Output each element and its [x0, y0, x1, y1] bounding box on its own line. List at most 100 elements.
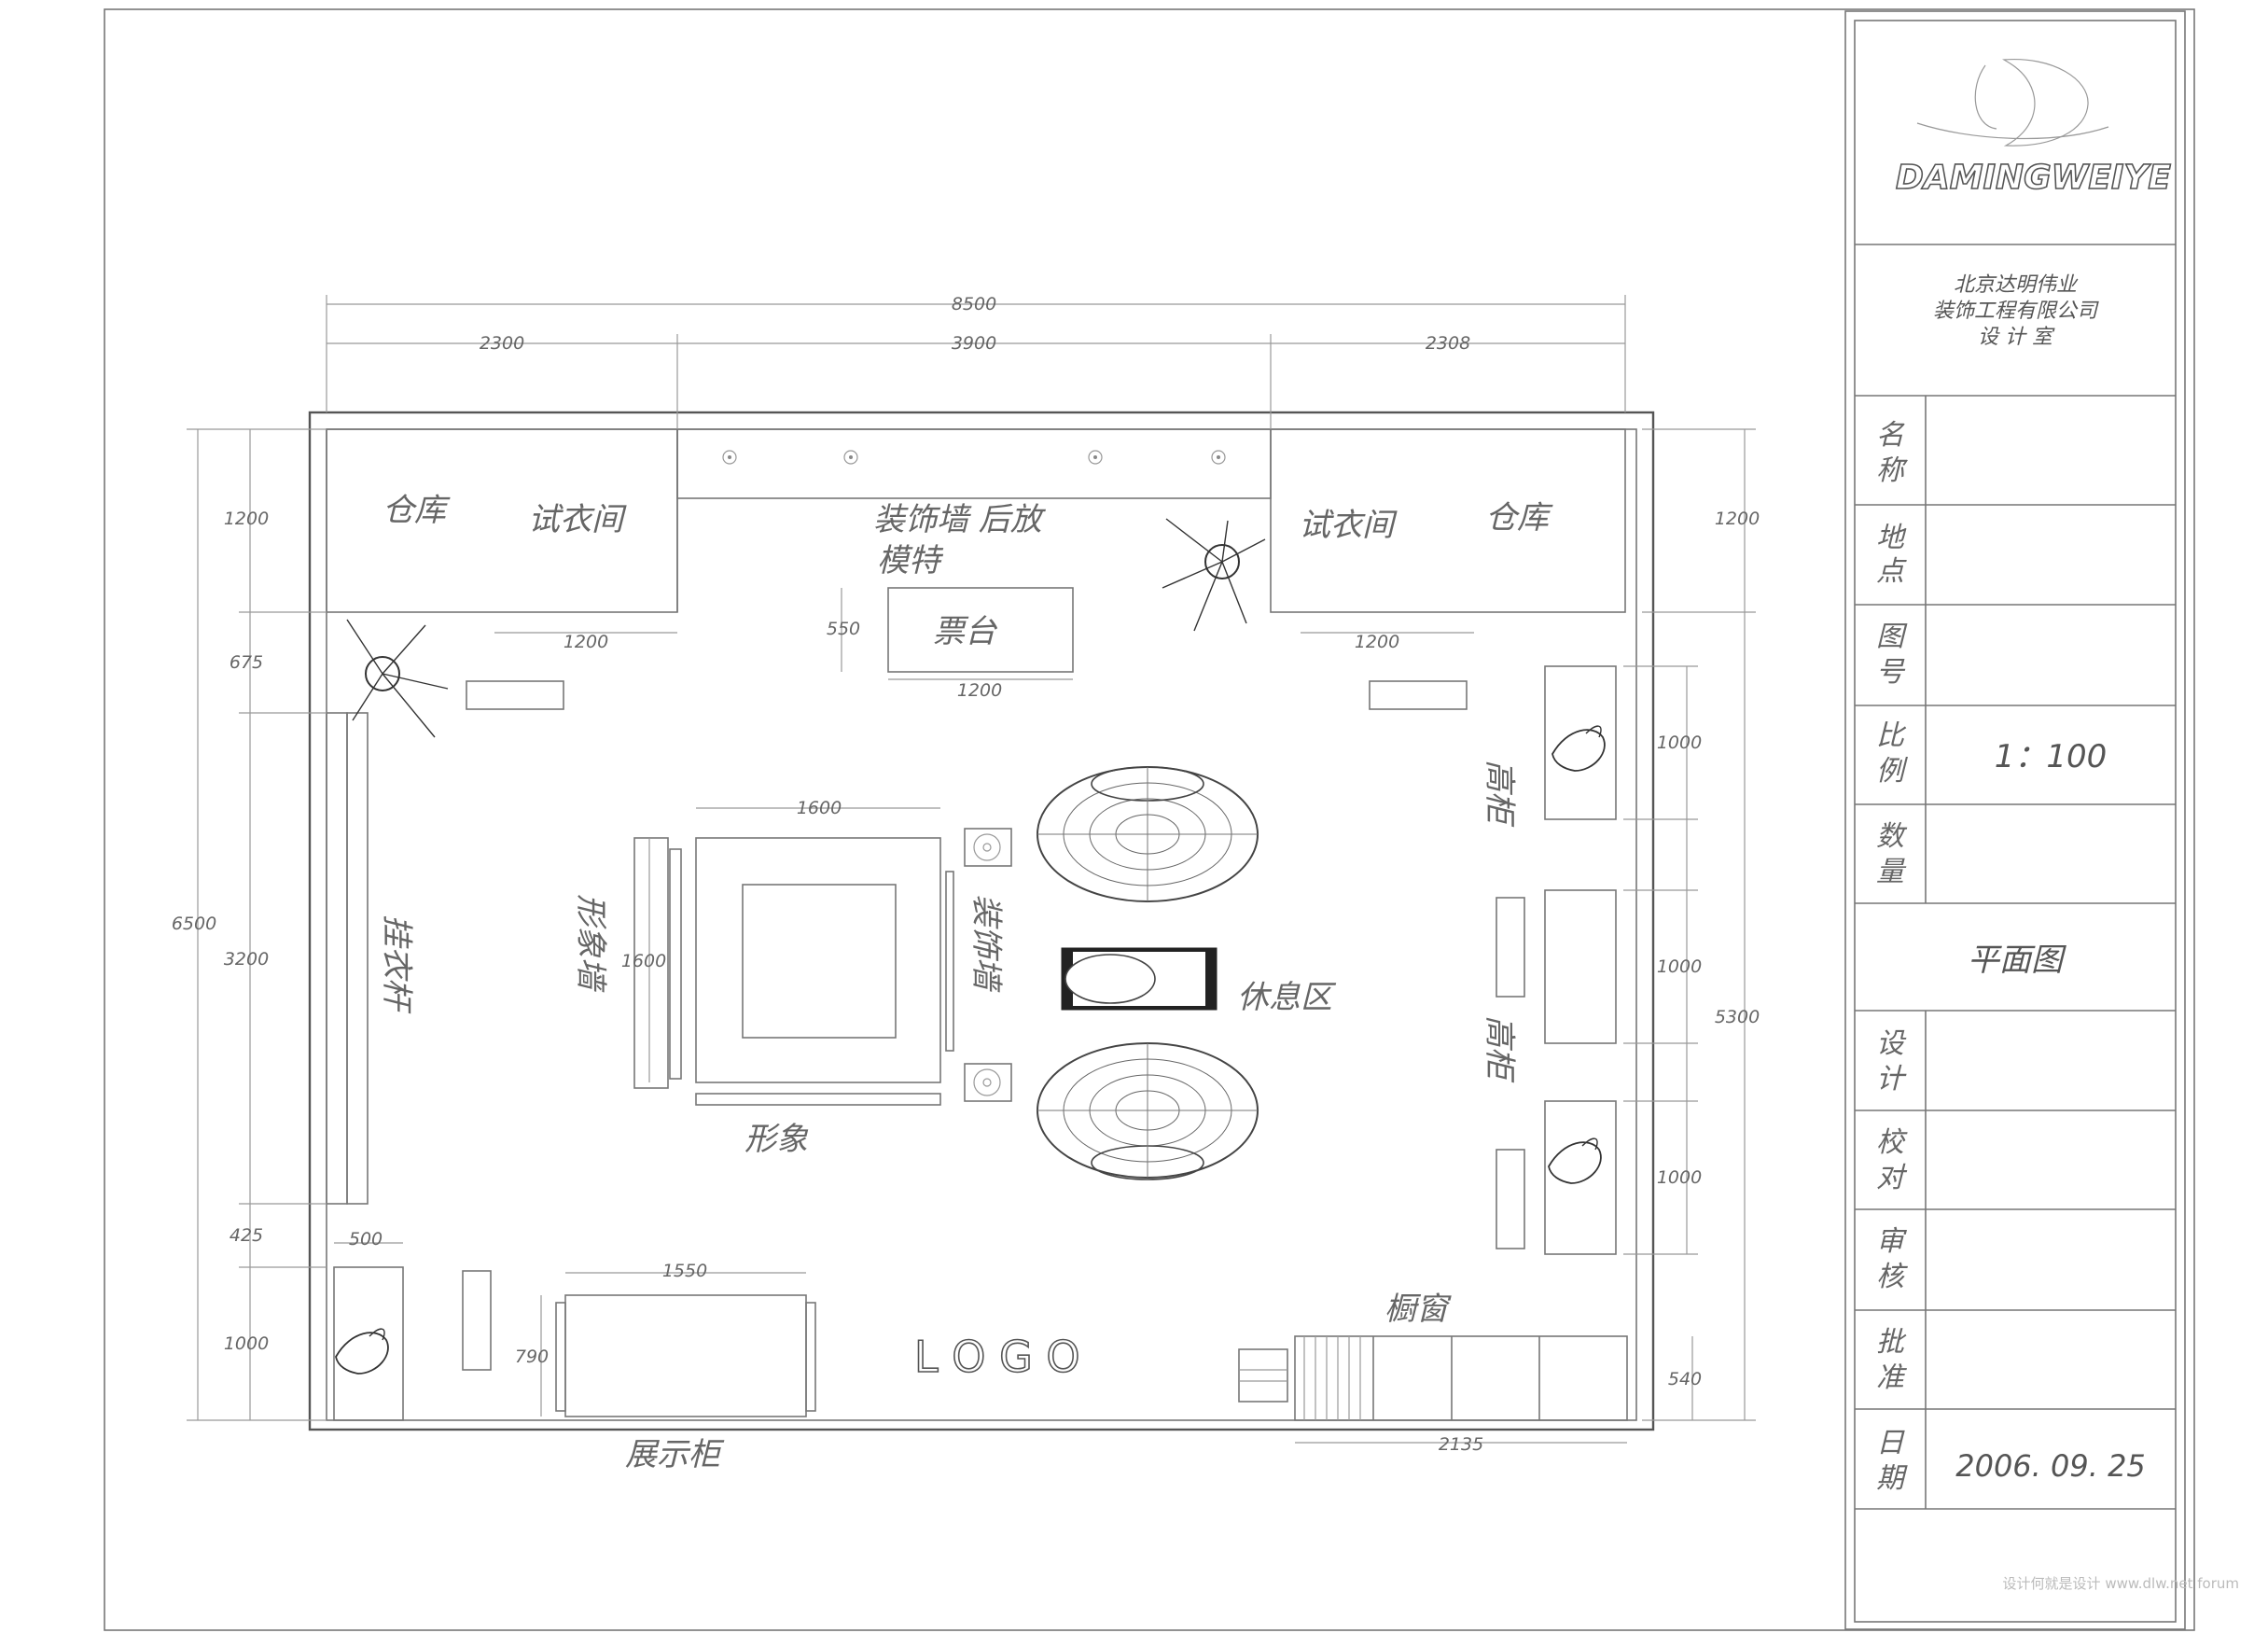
- dim-island-w: 1600: [797, 798, 842, 818]
- dim-top-right: 2308: [1426, 333, 1470, 354]
- dim-r1000c: 1000: [1657, 1167, 1702, 1188]
- logo-text: DAMINGWEIYE: [1896, 159, 2171, 197]
- dim-top-total: 8500: [952, 294, 996, 314]
- field-scale-value: 1：100: [1995, 738, 2108, 775]
- dim-fit-left: 1200: [564, 632, 608, 652]
- lounge-chair-icon: [1037, 766, 1259, 902]
- field-scale-label-2: 例: [1876, 755, 1908, 788]
- slim-rack: [462, 1270, 492, 1371]
- corner-cabinet: [333, 1266, 404, 1421]
- dim-r1000b: 1000: [1657, 956, 1702, 977]
- dim-top-left: 2300: [480, 333, 524, 354]
- display-island: [633, 837, 954, 1106]
- image-label: 形象: [744, 1121, 809, 1158]
- right-room-block: [1270, 428, 1626, 613]
- lounge-label: 休息区: [1237, 979, 1337, 1016]
- high-rack-label-1: 高柜: [1481, 760, 1518, 828]
- field-check-label-1: 校: [1876, 1126, 1908, 1159]
- dim-left-1200: 1200: [224, 509, 269, 529]
- window-label: 橱窗: [1384, 1291, 1452, 1328]
- dim-left-3200: 3200: [224, 949, 269, 970]
- hanging-rack-label: 挂衣杆: [378, 914, 415, 1014]
- watermark: 设计何就是设计 www.dlw.net forum: [2003, 1575, 2239, 1592]
- dim-counter-w: 1200: [957, 680, 1002, 701]
- lounge-chair-icon: [1037, 1042, 1259, 1180]
- sheet-border: [104, 8, 2195, 1631]
- field-design-label-1: 设: [1876, 1027, 1907, 1060]
- logo-floor-text: L O G O: [914, 1332, 1080, 1382]
- floor-plan: 仓库 试衣间 装饰墙 后放 模特 试衣间 仓库 票台 挂衣杆 形象墙 装饰墙 形…: [172, 294, 1760, 1473]
- mannequin-icon: [335, 1328, 389, 1375]
- company-logo-icon: DAMINGWEIYE: [1895, 58, 2172, 198]
- shop-window: [1238, 1335, 1628, 1421]
- field-review-label-1: 审: [1876, 1225, 1908, 1258]
- field-date-label-2: 期: [1876, 1462, 1908, 1495]
- dim-right-540: 540: [1668, 1369, 1702, 1389]
- outer-wall: [308, 411, 1655, 1431]
- hanging-rack-left: [326, 712, 348, 1205]
- field-date-label-1: 日: [1876, 1427, 1905, 1459]
- dim-500: 500: [349, 1229, 383, 1249]
- model-label: 模特: [877, 542, 944, 579]
- ticket-counter: [887, 587, 1074, 673]
- side-rack-2: [1496, 1149, 1525, 1249]
- field-quantity-label-2: 量: [1876, 856, 1907, 888]
- dim-cab-w: 1550: [662, 1261, 707, 1281]
- dim-island-h: 1600: [621, 951, 666, 971]
- dim-fit-right: 1200: [1355, 632, 1399, 652]
- dimensions: [187, 295, 1756, 1444]
- bench-left: [466, 680, 564, 710]
- counter-label: 票台: [933, 613, 998, 650]
- left-room-block: [326, 428, 678, 613]
- field-location-label-2: 点: [1876, 555, 1907, 588]
- stool-icon: [964, 828, 1012, 867]
- dim-window-w: 2135: [1439, 1434, 1483, 1455]
- dim-left-total: 6500: [172, 914, 216, 934]
- mannequin-icon: [1551, 725, 1606, 772]
- display-mid-label: 装饰墙: [967, 894, 1005, 993]
- field-scale-label-1: 比: [1876, 719, 1907, 752]
- dim-left-425: 425: [230, 1225, 263, 1246]
- field-approve-label-1: 批: [1876, 1326, 1907, 1359]
- storage-left-label: 仓库: [383, 492, 451, 529]
- field-drawing-no-label-2: 号: [1876, 656, 1906, 689]
- field-check-label-2: 对: [1876, 1162, 1908, 1194]
- high-rack-label-2: 高柜: [1481, 1015, 1518, 1083]
- decorative-wall: [676, 428, 1272, 499]
- company-name-line2: 装饰工程有限公司: [1933, 300, 2099, 323]
- field-name-label-1: 名: [1876, 419, 1905, 452]
- field-drawing-no-label-1: 图: [1876, 621, 1908, 653]
- coffee-table-icon: [1061, 947, 1217, 1011]
- fitting-left-label: 试衣间: [528, 501, 627, 538]
- display-left-label: 形象墙: [572, 894, 609, 993]
- bench-right: [1369, 680, 1468, 710]
- deco-wall-label: 装饰墙 后放: [873, 501, 1047, 538]
- display-cabinet-label: 展示柜: [625, 1436, 725, 1473]
- drawing-title: 平面图: [1968, 942, 2066, 979]
- mannequin-icon: [1548, 1138, 1602, 1184]
- dim-right-5300: 5300: [1715, 1007, 1760, 1027]
- display-cabinet: [564, 1294, 807, 1417]
- plant-icon: [346, 619, 449, 738]
- stool-icon: [964, 1063, 1012, 1102]
- side-rack-1: [1496, 897, 1525, 998]
- company-name-line1: 北京达明伟业: [1954, 273, 2079, 297]
- dim-r1000a: 1000: [1657, 733, 1702, 753]
- plant-icon: [1162, 518, 1266, 632]
- field-name-label-2: 称: [1876, 454, 1908, 487]
- dim-left-675: 675: [230, 652, 263, 673]
- title-block: DAMINGWEIYE 北京达明伟业 装饰工程有限公司 设 计 室 名 称 地 …: [1844, 10, 2186, 1630]
- field-design-label-2: 计: [1876, 1063, 1907, 1096]
- field-date-value: 2006. 09. 25: [1955, 1448, 2146, 1484]
- dim-counter-h: 550: [827, 619, 860, 639]
- dim-left-1000: 1000: [224, 1333, 269, 1354]
- field-approve-label-2: 准: [1876, 1361, 1907, 1394]
- high-cabinet-3: [1544, 1100, 1617, 1255]
- fitting-right-label: 试衣间: [1299, 507, 1398, 544]
- company-name-line3: 设 计 室: [1978, 326, 2055, 349]
- field-location-label-1: 地: [1876, 522, 1907, 554]
- dim-cab-h: 790: [515, 1347, 549, 1367]
- field-review-label-2: 核: [1876, 1261, 1908, 1293]
- field-quantity-label-1: 数: [1876, 820, 1908, 853]
